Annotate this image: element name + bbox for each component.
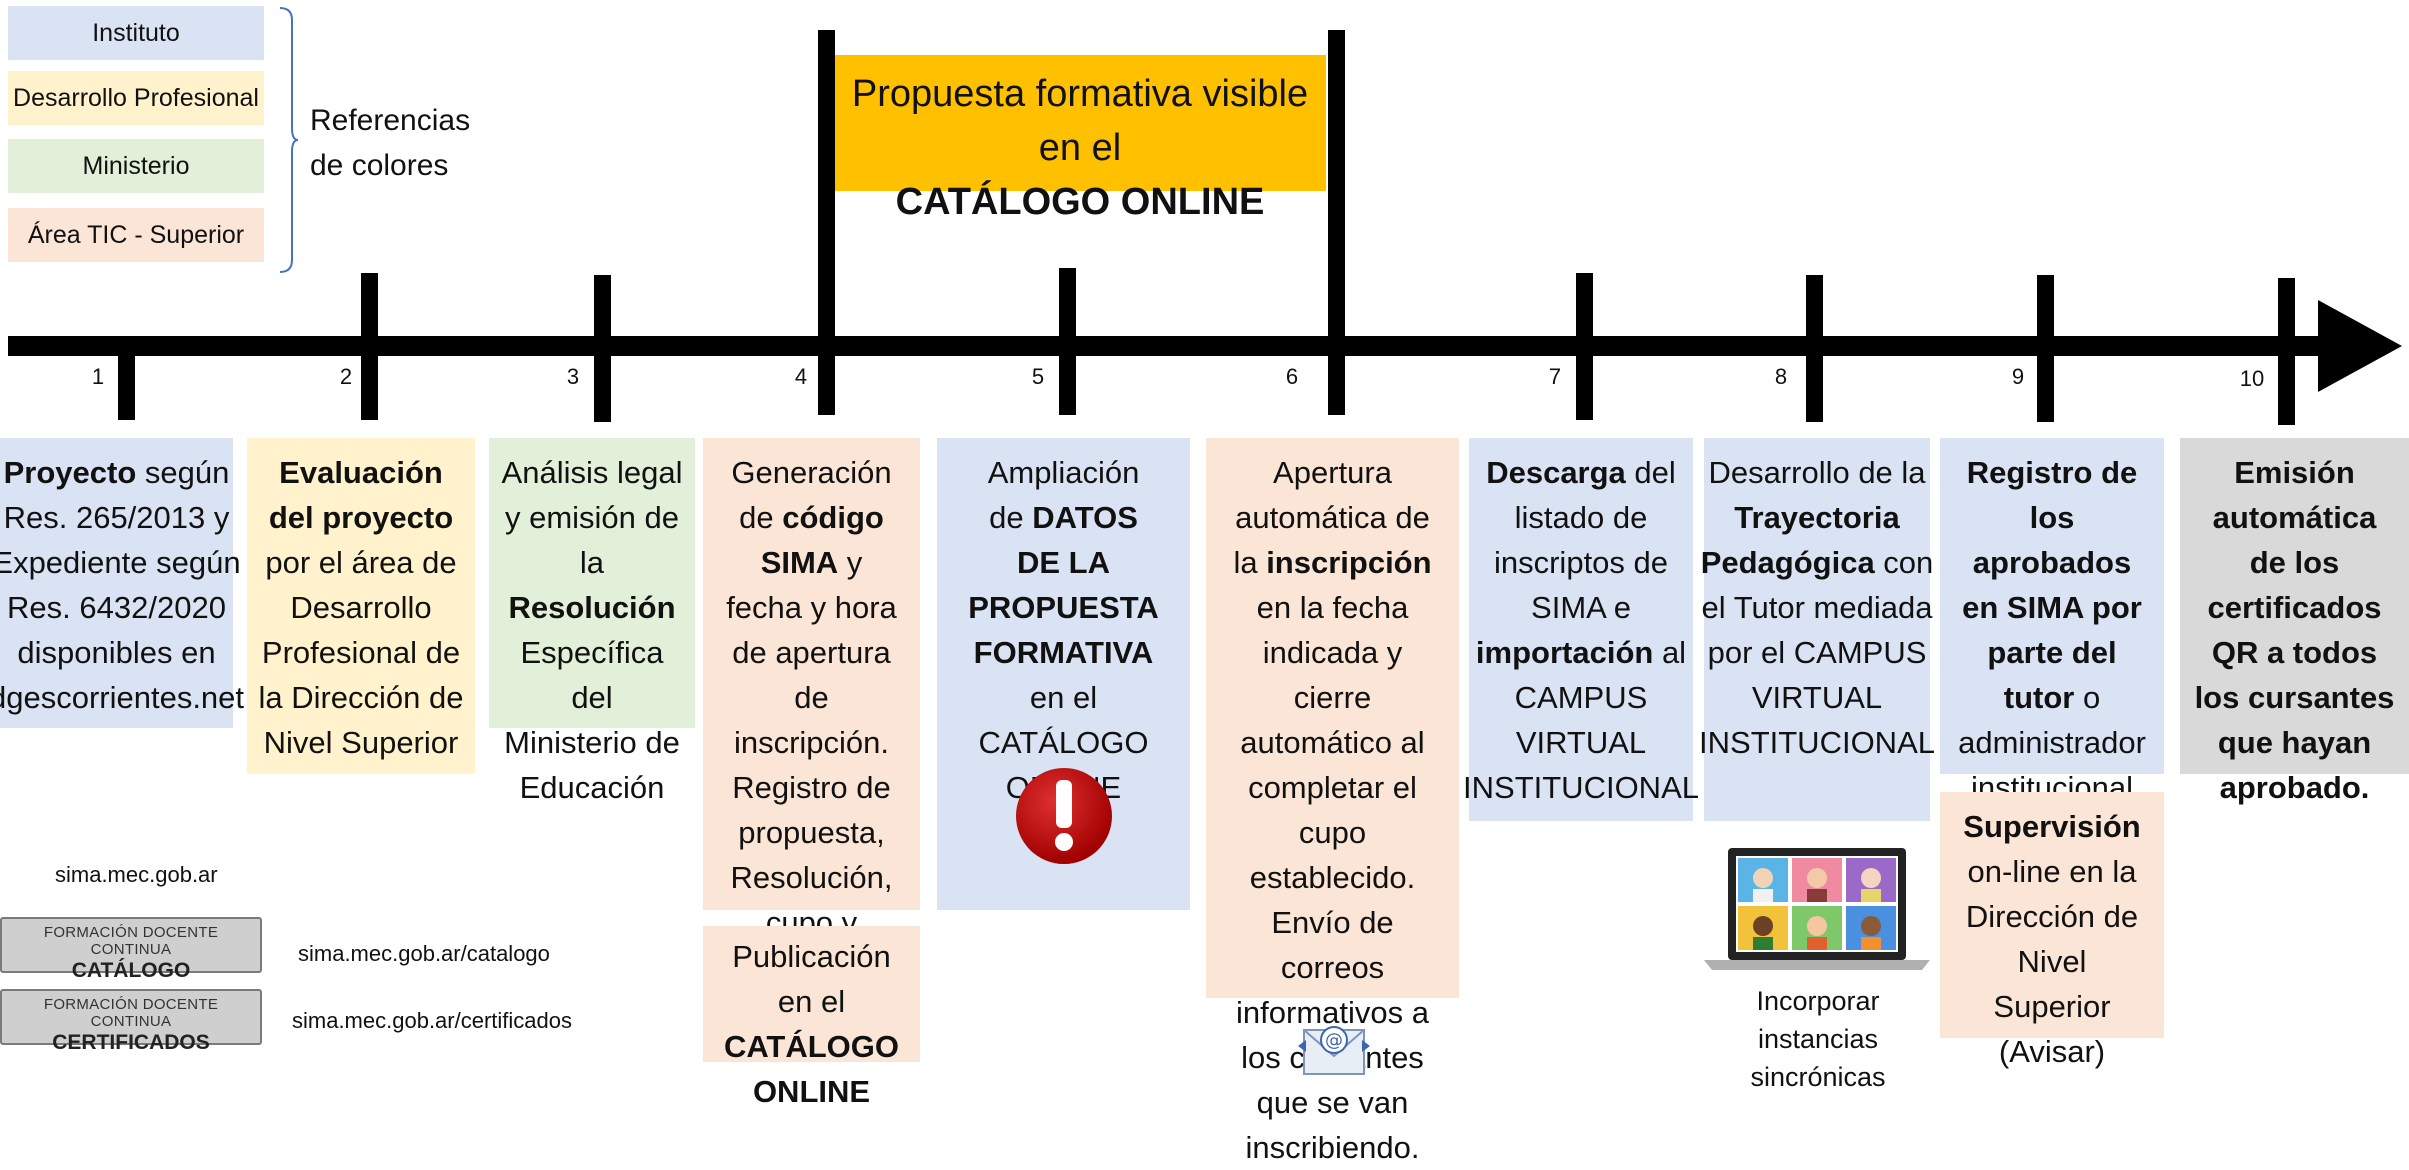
legend-instituto: Instituto xyxy=(8,6,264,60)
timeline-tick-9 xyxy=(2037,275,2054,422)
supervision-card: Supervisión on-line en la Dirección de N… xyxy=(1940,792,2164,1069)
svg-text:@: @ xyxy=(1325,1030,1343,1051)
step-number-9: 9 xyxy=(2011,364,2025,389)
legend-area-tic: Área TIC - Superior xyxy=(8,208,264,262)
publication-card: Publicación en el CATÁLOGO ONLINE xyxy=(703,926,920,1109)
legend-brace xyxy=(279,7,299,273)
step-number-6: 6 xyxy=(1285,364,1299,389)
step-number-10: 10 xyxy=(2239,366,2265,391)
step-number-2: 2 xyxy=(339,364,353,389)
catalog-site-button[interactable]: FORMACIÓN DOCENTE CONTINUA CATÁLOGO xyxy=(0,917,262,982)
step-number-8: 8 xyxy=(1774,364,1788,389)
timeline-tick-6 xyxy=(1328,30,1345,415)
step-card-2: Evaluación del proyecto por el área de D… xyxy=(247,438,475,774)
step-number-1: 1 xyxy=(91,364,105,389)
certificates-url[interactable]: sima.mec.gob.ar/certificados xyxy=(292,1008,572,1033)
step-card-4: Generación de código SIMA y fecha y hora… xyxy=(703,438,920,985)
timeline-arrowhead xyxy=(2318,300,2402,392)
timeline-tick-2 xyxy=(361,273,378,420)
certificates-site-button[interactable]: FORMACIÓN DOCENTE CONTINUA CERTIFICADOS xyxy=(0,989,262,1054)
timeline-tick-4 xyxy=(818,30,835,415)
video-call-laptop-icon xyxy=(1704,848,1930,970)
step-number-3: 3 xyxy=(566,364,580,389)
step-card-7: Descarga del listado de inscriptos de SI… xyxy=(1463,438,1699,821)
step-card-1: Proyecto según Res. 265/2013 y Expedient… xyxy=(0,438,244,728)
email-at-icon: @ xyxy=(1298,1026,1370,1075)
step-card-10: Emisión automática de los certificados Q… xyxy=(2180,438,2409,805)
step-card-6: Apertura automática de la inscripción en… xyxy=(1206,438,1459,1165)
step-number-5: 5 xyxy=(1031,364,1045,389)
timeline-tick-7 xyxy=(1576,273,1593,420)
timeline-tick-5 xyxy=(1059,268,1076,415)
legend-desarrollo-profesional: Desarrollo Profesional xyxy=(8,71,264,125)
legend-ministerio: Ministerio xyxy=(8,139,264,193)
legend-title: Referencias de colores xyxy=(310,104,471,182)
timeline-tick-1 xyxy=(118,350,135,420)
step-number-4: 4 xyxy=(794,364,808,389)
timeline-axis xyxy=(8,336,2328,356)
timeline-tick-10 xyxy=(2278,278,2295,425)
step-number-7: 7 xyxy=(1548,364,1562,389)
step-card-3: Análisis legal y emisión de la Resolució… xyxy=(489,438,695,805)
timeline-tick-3 xyxy=(594,275,611,422)
sima-main-url[interactable]: sima.mec.gob.ar xyxy=(55,862,218,887)
step-card-9: Registro de los aprobados en SIMA por pa… xyxy=(1940,438,2164,805)
step-card-8: Desarrollo de la Trayectoria Pedagógica … xyxy=(1699,438,1935,821)
timeline-tick-8 xyxy=(1806,275,1823,422)
catalog-online-banner: Propuesta formativa visible en el CATÁLO… xyxy=(834,55,1326,223)
step-card-5: Ampliación de DATOS DE LA PROPUESTA FORM… xyxy=(937,438,1190,910)
sync-caption: Incorporar instancias sincrónicas xyxy=(1750,986,1886,1092)
catalog-url[interactable]: sima.mec.gob.ar/catalogo xyxy=(298,941,550,966)
exclamation-alert-icon xyxy=(1016,768,1112,864)
